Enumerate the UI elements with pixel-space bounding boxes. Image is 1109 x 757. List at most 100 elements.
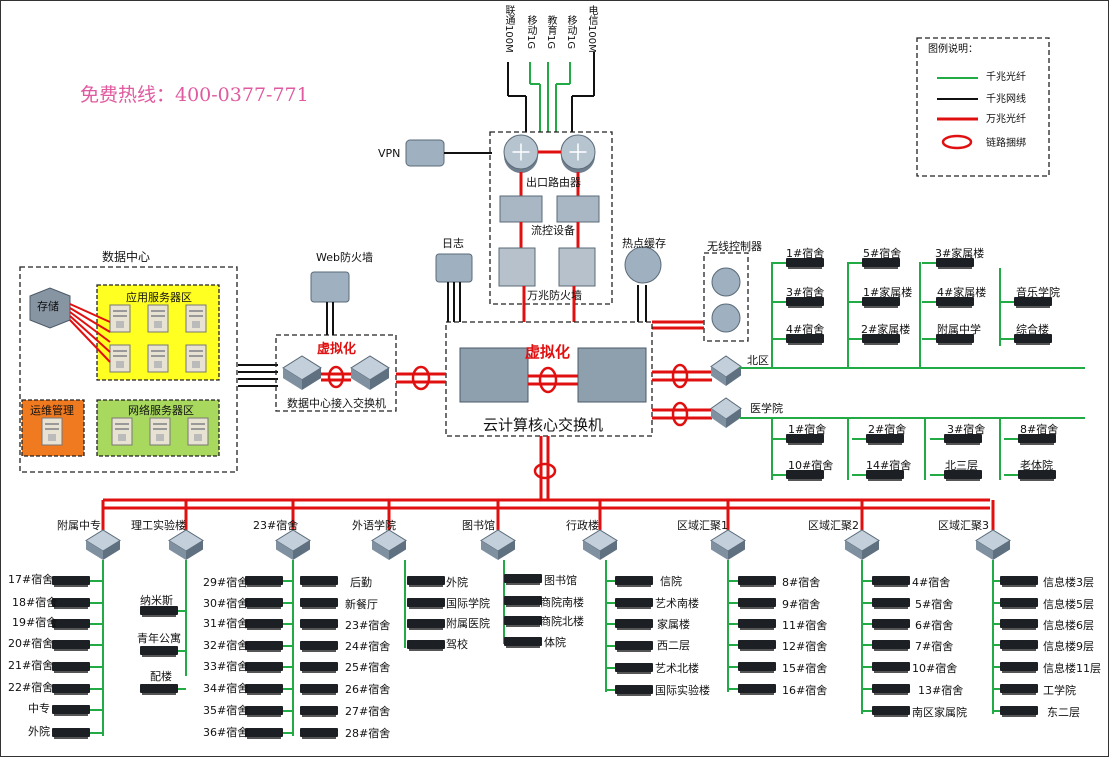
log-server-icon	[435, 253, 473, 283]
leaf-label: 24#宿舍	[345, 640, 391, 653]
north-access-switch-icon	[936, 334, 974, 343]
access-switch-base	[247, 737, 281, 739]
access-switch-icon	[52, 640, 90, 649]
leaf-label: 信息楼3层	[1043, 576, 1094, 589]
access-switch-base	[1002, 649, 1036, 651]
access-switch-icon	[1000, 684, 1038, 693]
access-switch-base	[247, 628, 281, 630]
server-slot	[191, 428, 205, 430]
access-switch-icon	[872, 662, 910, 671]
legend-box	[916, 37, 1050, 177]
leaf-label: 配楼	[150, 670, 172, 683]
access-switch-base	[54, 714, 88, 716]
leaf-label: 外院	[446, 576, 468, 589]
dc-access-switch-icon-side	[302, 367, 321, 390]
leaf-label: 10#宿舍	[912, 662, 958, 675]
access-switch-base	[506, 583, 540, 585]
north-node-label: 4#宿舍	[786, 323, 825, 336]
web-firewall-icon	[310, 271, 350, 303]
leaf-label: 36#宿舍	[203, 726, 249, 739]
medical-node-label: 14#宿舍	[866, 459, 912, 472]
north-switch-icon-side	[711, 366, 726, 386]
legend-label: 链路捆绑	[986, 138, 1026, 149]
hotline-text: 免费热线：400-0377-771	[80, 84, 309, 106]
north-node-label: 3#家属楼	[935, 247, 985, 260]
access-switch-icon	[738, 619, 776, 628]
access-switch-icon	[738, 684, 776, 693]
server-slot	[113, 355, 127, 357]
uplink-label: 电信100M	[586, 5, 597, 53]
leaf-label: 中专	[28, 702, 50, 715]
leaf-label: 南区家属院	[912, 706, 967, 719]
access-switch-icon	[738, 662, 776, 671]
access-switch-icon	[407, 640, 445, 649]
access-switch-base	[617, 672, 651, 674]
medical-node-label: 10#宿舍	[788, 459, 834, 472]
access-switch-base	[1002, 628, 1036, 630]
branch-name: 附属中专	[57, 519, 101, 532]
server-panel	[192, 361, 200, 368]
access-switch-icon	[504, 596, 542, 605]
access-switch-icon	[1000, 598, 1038, 607]
access-switch-base	[506, 625, 540, 627]
server-slot	[191, 423, 205, 425]
access-switch-icon	[140, 606, 178, 615]
access-switch-icon	[872, 640, 910, 649]
north-access-switch-icon	[862, 297, 900, 306]
branch-name: 图书馆	[462, 519, 495, 532]
access-switch-icon	[1000, 619, 1038, 628]
access-switch-base	[868, 443, 902, 445]
leaf-label: 12#宿舍	[782, 640, 828, 653]
server-slot	[189, 315, 203, 317]
north-node-label: 3#宿舍	[786, 286, 825, 299]
access-switch-base	[54, 737, 88, 739]
branch-name: 区域汇聚1	[677, 519, 728, 532]
access-switch-icon	[245, 598, 283, 607]
access-switch-icon	[615, 619, 653, 628]
access-switch-base	[864, 343, 898, 345]
leaf-label: 22#宿舍	[8, 681, 54, 694]
leaf-label: 艺术北楼	[655, 662, 699, 675]
access-switch-base	[788, 479, 822, 481]
leaf-label: 16#宿舍	[782, 684, 828, 697]
leaf-label: 32#宿舍	[203, 639, 249, 652]
north-access-switch-icon	[786, 297, 824, 306]
uplink-label: 教育1G	[545, 15, 556, 50]
access-switch-base	[302, 671, 336, 673]
server-slot	[189, 355, 203, 357]
leaf-label: 国际实验楼	[655, 684, 710, 697]
north-switch-icon-side	[726, 366, 741, 386]
access-switch-icon	[52, 662, 90, 671]
storage-link	[69, 303, 111, 323]
server-panel	[192, 321, 200, 328]
leaf-label: 驾校	[446, 638, 468, 651]
web-firewall-label: Web防火墙	[316, 251, 373, 264]
medical-access-switch-icon	[786, 470, 824, 479]
core-switch-label: 云计算核心交换机	[483, 416, 604, 434]
access-switch-base	[1002, 671, 1036, 673]
leaf-label: 艺术南楼	[655, 597, 699, 610]
access-switch-base	[946, 443, 980, 445]
access-switch-icon	[615, 685, 653, 694]
access-switch-base	[247, 693, 281, 695]
leaf-label: 6#宿舍	[915, 619, 954, 632]
access-switch-base	[788, 343, 822, 345]
north-node-label: 5#宿舍	[863, 247, 902, 260]
storage-link	[69, 307, 111, 333]
access-switch-icon	[872, 576, 910, 585]
access-switch-base	[409, 649, 443, 651]
wireless-controller-box	[703, 252, 749, 342]
north-node-label: 4#家属楼	[937, 286, 987, 299]
distribution-switch-icon-side	[845, 540, 862, 560]
firewall-label: 万兆防火墙	[527, 289, 582, 302]
access-switch-base	[54, 628, 88, 630]
access-switch-base	[788, 443, 822, 445]
access-switch-icon	[300, 576, 338, 585]
leaf-label: 8#宿舍	[782, 576, 821, 589]
leaf-label: 23#宿舍	[345, 619, 391, 632]
dc-access-switch-icon-side	[351, 367, 370, 390]
data-center-title: 数据中心	[102, 250, 151, 264]
leaf-label: 纳米斯	[140, 594, 173, 607]
distribution-switch-icon-side	[169, 540, 186, 560]
access-switch-base	[1002, 607, 1036, 609]
